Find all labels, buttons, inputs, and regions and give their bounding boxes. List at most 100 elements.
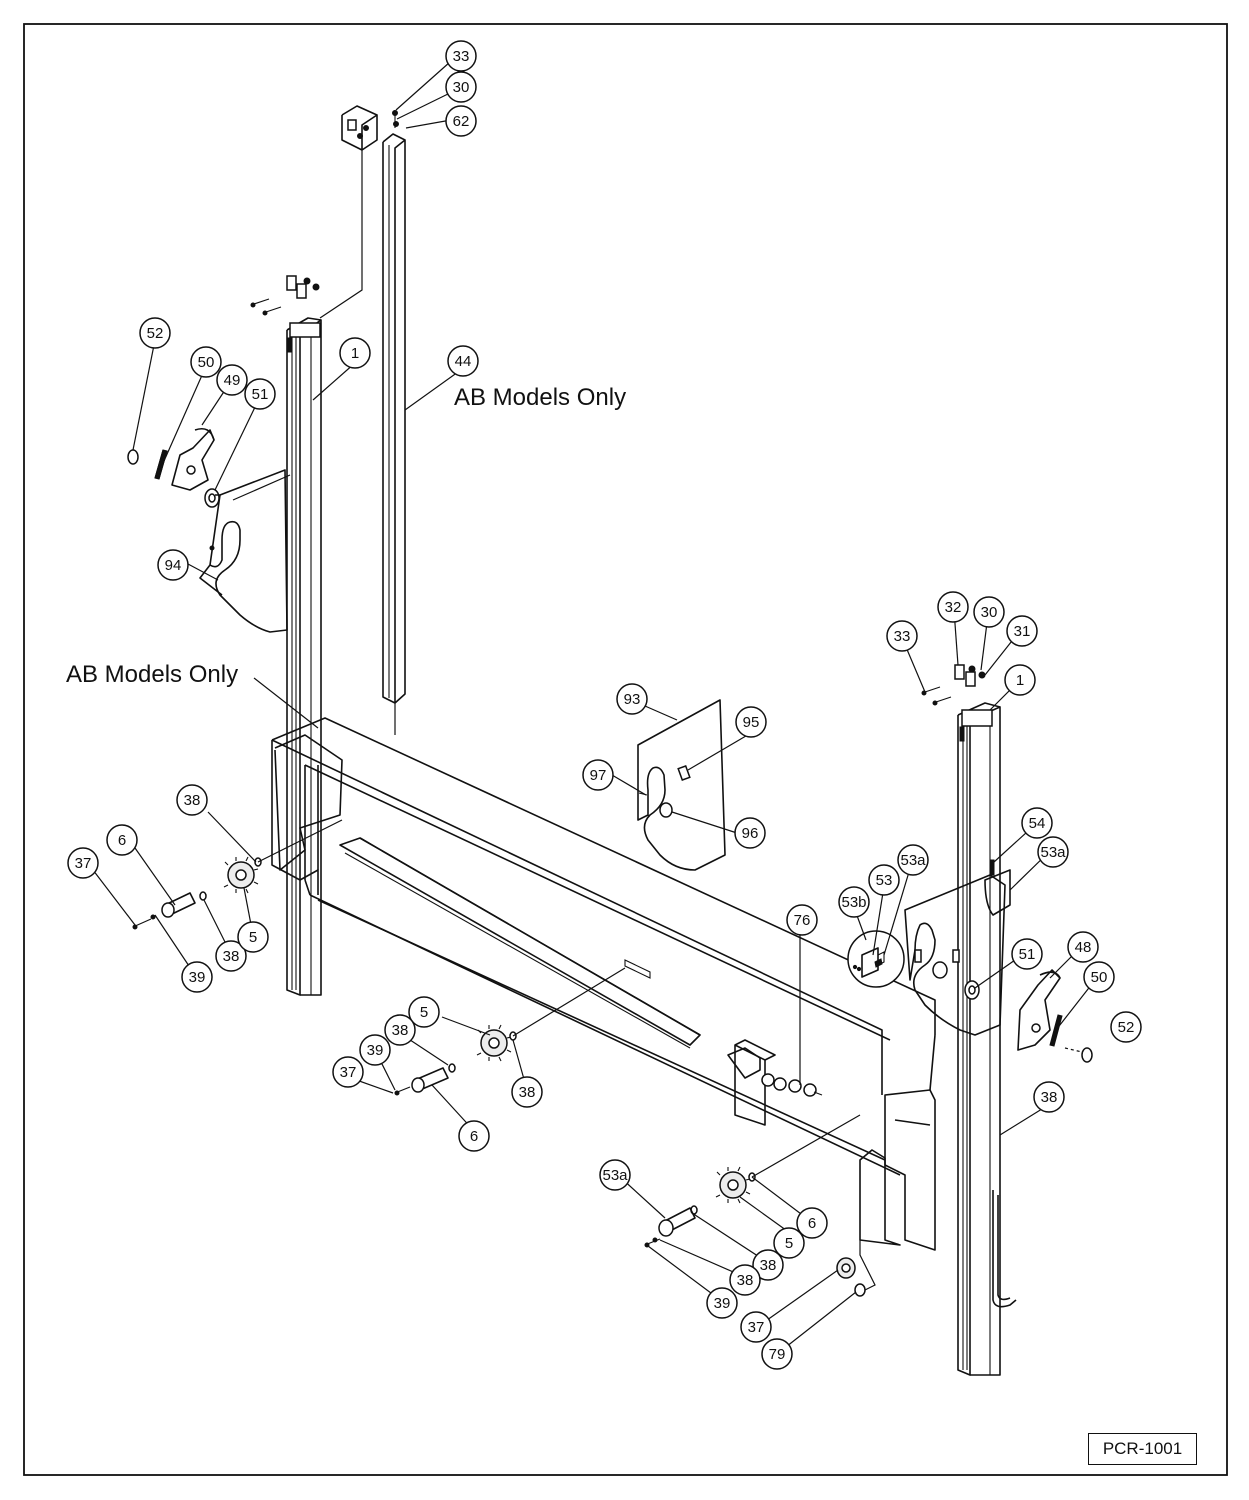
sprocket-group-left [132, 819, 343, 930]
callout-6: 6 [796, 1207, 828, 1239]
callout-label: 1 [351, 345, 359, 362]
callout-label: 38 [737, 1272, 754, 1289]
callout-label: 76 [794, 912, 811, 929]
callout-53: 53 [868, 864, 900, 896]
callout-circle [734, 817, 766, 849]
callout-48: 48 [1067, 931, 1099, 963]
callout-label: 97 [590, 767, 607, 784]
callout-53a: 53a [599, 1159, 631, 1191]
callout-5: 5 [773, 1227, 805, 1259]
right-post [957, 702, 1017, 1376]
sprocket-group-right [644, 1114, 861, 1248]
callout-53a: 53a [1037, 836, 1069, 868]
callout-circle [332, 1056, 364, 1088]
callout-circle [973, 596, 1005, 628]
callout-circle [106, 824, 138, 856]
callout-circle [616, 683, 648, 715]
callout-label: 37 [748, 1319, 765, 1336]
callout-circle [1004, 664, 1036, 696]
callout-52: 52 [1110, 1011, 1142, 1043]
drawing-number-box: PCR-1001 [1088, 1433, 1197, 1465]
callout-circle [740, 1311, 772, 1343]
callout-label: 52 [147, 325, 164, 342]
callout-38: 38 [511, 1076, 543, 1108]
callout-label: 38 [223, 948, 240, 965]
callout-circle [445, 40, 477, 72]
callout-76: 76 [786, 904, 818, 936]
callout-circle [735, 706, 767, 738]
callout-label: 30 [981, 604, 998, 621]
callout-39: 39 [706, 1287, 738, 1319]
note-ab-models-upper: AB Models Only [454, 384, 626, 411]
callout-label: 39 [714, 1295, 731, 1312]
callout-label: 38 [760, 1257, 777, 1274]
callout-circle [181, 961, 213, 993]
callout-circle [384, 1014, 416, 1046]
callout-label: 37 [75, 855, 92, 872]
left-post [286, 317, 322, 996]
callout-label: 38 [519, 1084, 536, 1101]
callout-circle [458, 1120, 490, 1152]
callout-circle [237, 921, 269, 953]
callout-circle [339, 337, 371, 369]
callout-circle [408, 996, 440, 1028]
callout-circle [445, 71, 477, 103]
callout-circle [1011, 938, 1043, 970]
callout-6: 6 [106, 824, 138, 856]
callout-label: 48 [1075, 939, 1092, 956]
callout-37: 37 [67, 847, 99, 879]
right-latch-assembly [847, 859, 1093, 1063]
callout-circle [706, 1287, 738, 1319]
callout-label: 31 [1014, 623, 1031, 640]
callout-label: 51 [252, 386, 269, 403]
callout-6: 6 [458, 1120, 490, 1152]
left-latch-assembly [127, 427, 288, 633]
callout-5: 5 [408, 996, 440, 1028]
callout-38: 38 [729, 1264, 761, 1296]
sprocket-group-middle [394, 967, 626, 1096]
left-post-top-hardware [250, 275, 320, 316]
callout-33: 33 [445, 40, 477, 72]
callout-62: 62 [445, 105, 477, 137]
callout-circle [1006, 615, 1038, 647]
callout-96: 96 [734, 817, 766, 849]
callout-38: 38 [176, 784, 208, 816]
callout-30: 30 [973, 596, 1005, 628]
callout-circle [752, 1249, 784, 1281]
callout-51: 51 [244, 378, 276, 410]
callout-circle [1037, 836, 1069, 868]
callout-circle [244, 378, 276, 410]
callout-circle [1067, 931, 1099, 963]
callout-label: 53b [841, 894, 866, 911]
callout-39: 39 [181, 961, 213, 993]
callout-circle [796, 1207, 828, 1239]
drawing-number: PCR-1001 [1102, 1439, 1183, 1458]
callout-label: 33 [453, 48, 470, 65]
callout-39: 39 [359, 1034, 391, 1066]
callout-label: 62 [453, 113, 470, 130]
callout-label: 52 [1118, 1019, 1135, 1036]
callout-38: 38 [752, 1249, 784, 1281]
callout-circle [786, 904, 818, 936]
callout-52: 52 [139, 317, 171, 349]
callout-38: 38 [384, 1014, 416, 1046]
callout-label: 5 [249, 929, 257, 946]
callout-circle [599, 1159, 631, 1191]
callout-label: 49 [224, 372, 241, 389]
callout-93: 93 [616, 683, 648, 715]
callout-label: 96 [742, 825, 759, 842]
callout-53b: 53b [838, 886, 870, 918]
callout-circle [897, 844, 929, 876]
callout-label: 94 [165, 557, 182, 574]
callout-label: 6 [470, 1128, 478, 1145]
callout-circle [157, 549, 189, 581]
callout-label: 39 [189, 969, 206, 986]
upper-channel-44 [341, 105, 406, 704]
callout-circle [838, 886, 870, 918]
callout-50: 50 [190, 346, 222, 378]
leader-lines [92, 61, 1100, 1355]
callout-51: 51 [1011, 938, 1043, 970]
callout-label: 53a [900, 852, 926, 869]
callout-label: 38 [184, 792, 201, 809]
